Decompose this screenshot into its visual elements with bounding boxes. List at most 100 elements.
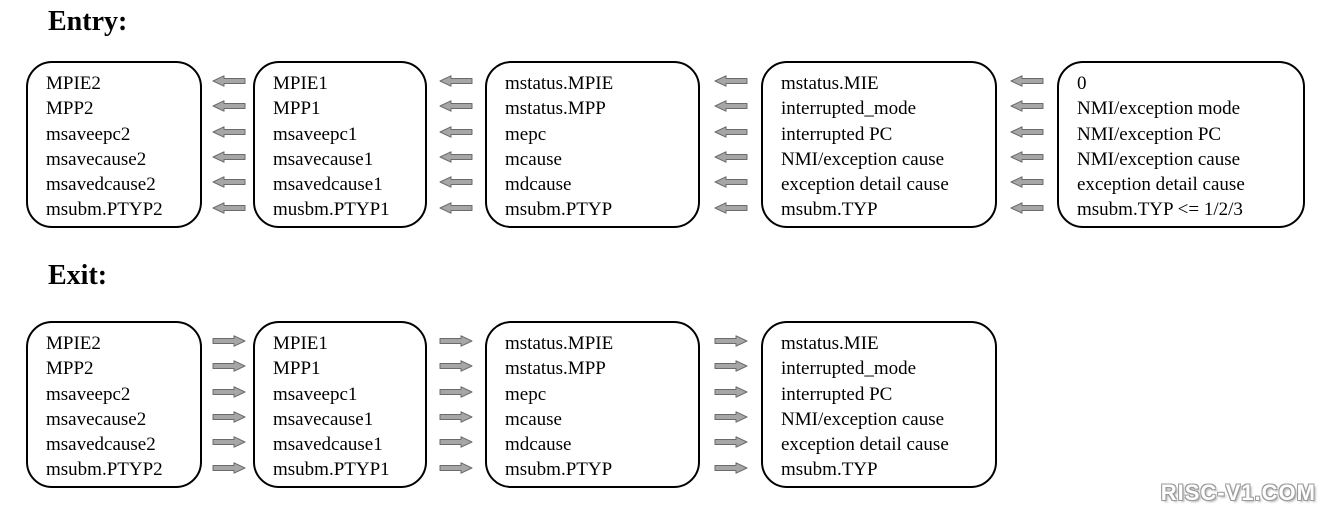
box-line: interrupted PC <box>781 383 893 405</box>
arrow-left-icon <box>1010 176 1044 188</box>
arrow-left-icon <box>1010 125 1044 138</box>
box-line: msaveepc1 <box>273 383 358 405</box>
arrow-left-icon <box>714 176 748 188</box>
arrow-left-icon <box>714 75 748 87</box>
arrow-left-icon <box>439 125 473 138</box>
box-line: msubm.PTYP2 <box>46 459 163 481</box>
box-line: mepc <box>505 123 547 145</box>
box-line: msubm.TYP <box>781 459 878 481</box>
box-line: msubm.PTYP <box>505 459 613 481</box>
box-line: msubm.TYP <= 1/2/3 <box>1077 199 1243 221</box>
entry-box-5: 0 NMI/exception mode NMI/exception PC NM… <box>1057 61 1305 228</box>
arrow-left-icon <box>439 151 473 163</box>
site-watermark: RISC-V1.COM <box>1160 480 1316 505</box>
arrow-left-icon <box>714 201 748 214</box>
box-line: MPP1 <box>273 98 321 120</box>
arrow-right-icon <box>439 411 473 423</box>
arrow-right-icon <box>212 461 246 474</box>
box-line: MPP1 <box>273 358 321 380</box>
box-line: msavecause2 <box>46 148 147 170</box>
box-line: musbm.PTYP1 <box>273 199 390 221</box>
box-line: NMI/exception PC <box>1077 123 1222 145</box>
arrow-left-icon <box>212 100 246 112</box>
box-line: msavecause2 <box>46 408 147 430</box>
box-line: 0 <box>1077 73 1087 94</box>
box-line: mstatus.MPP <box>505 98 606 120</box>
entry-box-4: mstatus.MIE interrupted_mode interrupted… <box>761 61 997 228</box>
box-line: msaveepc1 <box>273 123 358 145</box>
entry-box-2: MPIE1 MPP1 msaveepc1 msavecause1 msavedc… <box>253 61 427 228</box>
arrow-left-icon <box>439 176 473 188</box>
arrow-left-icon <box>439 75 473 87</box>
box-line: mstatus.MIE <box>781 333 879 354</box>
arrow-left-icon <box>212 125 246 138</box>
arrow-right-icon <box>212 385 246 398</box>
arrow-left-icon <box>1010 201 1044 214</box>
box-line: msubm.PTYP1 <box>273 459 390 481</box>
box-line: NMI/exception mode <box>1077 98 1241 120</box>
box-line: mdcause <box>505 434 572 456</box>
entry-box-1: MPIE2 MPP2 msaveepc2 msavecause2 msavedc… <box>26 61 202 228</box>
arrow-right-icon <box>212 335 246 347</box>
arrow-right-icon <box>714 436 748 448</box>
arrow-right-icon <box>212 436 246 448</box>
box-line: exception detail cause <box>781 174 949 196</box>
box-line: interrupted PC <box>781 123 893 145</box>
box-line: mstatus.MIE <box>781 73 879 94</box>
exit-heading: Exit: <box>48 260 108 291</box>
box-line: msaveepc2 <box>46 383 131 405</box>
box-line: interrupted_mode <box>781 358 917 380</box>
box-line: mepc <box>505 383 547 405</box>
arrow-right-icon <box>714 385 748 398</box>
box-line: exception detail cause <box>781 434 949 456</box>
arrow-left-icon <box>212 151 246 163</box>
exit-box-1: MPIE2 MPP2 msaveepc2 msavecause2 msavedc… <box>26 321 202 488</box>
arrow-left-icon <box>714 100 748 112</box>
box-line: msubm.PTYP <box>505 199 613 221</box>
box-line: mcause <box>505 408 562 430</box>
arrow-left-icon <box>212 176 246 188</box>
box-line: NMI/exception cause <box>781 408 945 430</box>
exit-box-3: mstatus.MPIE mstatus.MPP mepc mcause mdc… <box>485 321 700 488</box>
box-line: mstatus.MPIE <box>505 73 614 94</box>
box-line: MPP2 <box>46 98 94 120</box>
arrow-right-icon <box>439 436 473 448</box>
arrow-left-icon <box>212 201 246 214</box>
exit-box-2: MPIE1 MPP1 msaveepc1 msavecause1 msavedc… <box>253 321 427 488</box>
box-line: MPIE2 <box>46 73 101 94</box>
arrow-right-icon <box>714 461 748 474</box>
box-line: NMI/exception cause <box>781 148 945 170</box>
box-line: msavecause1 <box>273 408 374 430</box>
arrow-left-icon <box>714 151 748 163</box>
box-line: mdcause <box>505 174 572 196</box>
box-line: msavedcause1 <box>273 434 383 456</box>
box-line: msubm.PTYP2 <box>46 199 163 221</box>
arrow-right-icon <box>212 411 246 423</box>
box-line: MPIE1 <box>273 333 328 354</box>
arrow-left-icon <box>1010 151 1044 163</box>
box-line: msavedcause2 <box>46 174 156 196</box>
box-line: MPP2 <box>46 358 94 380</box>
arrow-left-icon <box>1010 100 1044 112</box>
box-line: exception detail cause <box>1077 174 1245 196</box>
box-line: mstatus.MPIE <box>505 333 614 354</box>
arrow-right-icon <box>439 385 473 398</box>
arrow-right-icon <box>439 461 473 474</box>
entry-box-3: mstatus.MPIE mstatus.MPP mepc mcause mdc… <box>485 61 700 228</box>
box-line: msavedcause2 <box>46 434 156 456</box>
arrow-left-icon <box>439 201 473 214</box>
arrow-right-icon <box>714 335 748 347</box>
entry-heading: Entry: <box>48 6 128 37</box>
arrow-right-icon <box>212 360 246 372</box>
arrow-left-icon <box>439 100 473 112</box>
box-line: mcause <box>505 148 562 170</box>
box-line: msavecause1 <box>273 148 374 170</box>
arrow-right-icon <box>439 335 473 347</box>
exit-box-4: mstatus.MIE interrupted_mode interrupted… <box>761 321 997 488</box>
box-line: msubm.TYP <box>781 199 878 221</box>
box-line: interrupted_mode <box>781 98 917 120</box>
arrow-right-icon <box>714 411 748 423</box>
box-line: MPIE2 <box>46 333 101 354</box>
arrow-left-icon <box>714 125 748 138</box>
box-line: mstatus.MPP <box>505 358 606 380</box>
